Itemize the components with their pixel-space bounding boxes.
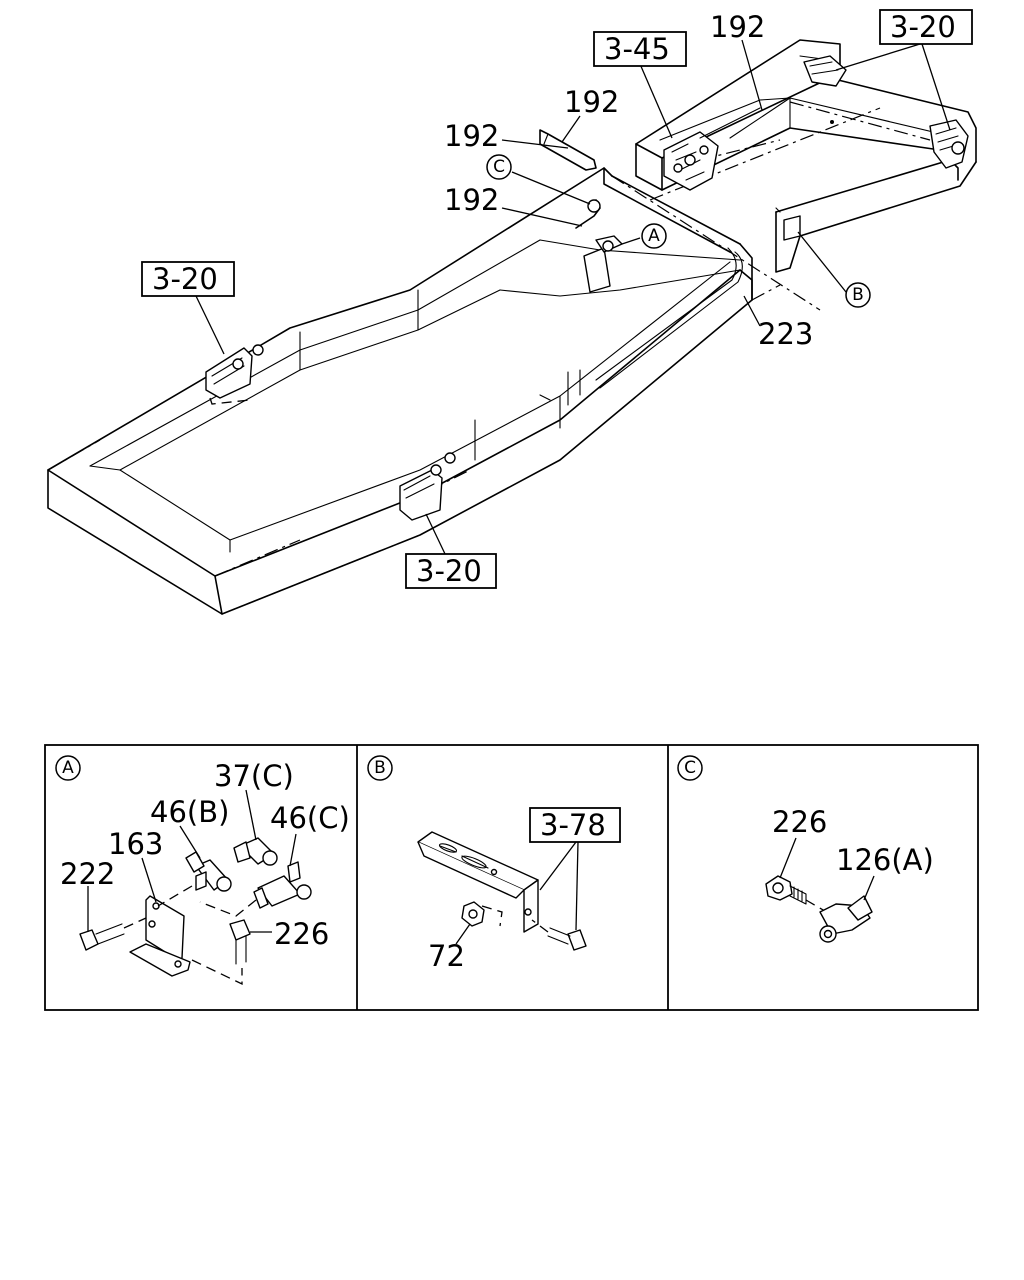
part-37c: 37(C) <box>214 759 294 793</box>
bracket-b-location <box>775 207 801 241</box>
part-192-lower: 192 <box>444 183 499 217</box>
detail-c: C 226 126(A) <box>677 755 934 943</box>
ref-box-3-20-bottom <box>405 553 497 589</box>
bracket-rear-right <box>929 119 969 169</box>
callout-circle-c <box>486 154 512 180</box>
detail-b-letter: B <box>374 758 386 778</box>
ref-3-20-left: 3-20 <box>152 262 218 296</box>
detail-c-letter: C <box>684 758 696 778</box>
detail-panels <box>44 744 979 1011</box>
ref-3-20-bottom: 3-20 <box>416 554 482 588</box>
part-192-left: 192 <box>444 119 499 153</box>
detail-a: A 37( <box>55 755 350 986</box>
part-126a: 126(A) <box>836 843 934 877</box>
leader-lines <box>195 39 951 557</box>
callout-b: B <box>852 285 864 305</box>
part-192-top: 192 <box>710 10 765 44</box>
part-226-a: 226 <box>274 917 329 951</box>
part-46b: 46(B) <box>150 795 229 829</box>
ref-3-45: 3-45 <box>604 32 670 66</box>
bracket-left <box>205 344 264 405</box>
detail-b-badge <box>367 755 393 781</box>
detail-c-badge <box>677 755 703 781</box>
part-46c: 46(C) <box>270 801 350 835</box>
detail-b: B 3-78 72 <box>367 755 621 973</box>
detail-a-badge <box>55 755 81 781</box>
part-72: 72 <box>428 939 465 973</box>
detail-a-letter: A <box>62 758 74 778</box>
ref-box-3-20-left <box>141 261 235 297</box>
ref-box-3-78 <box>529 807 621 843</box>
bracket-bottom <box>399 452 456 521</box>
main-labels: 3-45 192 3-20 192 192 192 C A B 223 3-20… <box>141 9 973 589</box>
part-222: 222 <box>60 857 115 891</box>
ref-box-3-20-top <box>879 9 973 45</box>
valve-assembly-rear <box>663 131 719 191</box>
callout-circle-a <box>641 223 667 249</box>
bracket-a-location <box>583 235 623 293</box>
ref-box-3-45 <box>593 31 687 67</box>
part-226-c: 226 <box>772 805 827 839</box>
part-223: 223 <box>758 317 813 351</box>
ref-3-78: 3-78 <box>540 808 606 842</box>
callout-c: C <box>493 157 505 177</box>
part-192-mid: 192 <box>564 85 619 119</box>
callout-a: A <box>648 226 660 246</box>
callout-circle-b <box>845 282 871 308</box>
ref-3-20-top: 3-20 <box>890 10 956 44</box>
part-163: 163 <box>108 827 163 861</box>
bracket-rear-top <box>803 55 847 87</box>
